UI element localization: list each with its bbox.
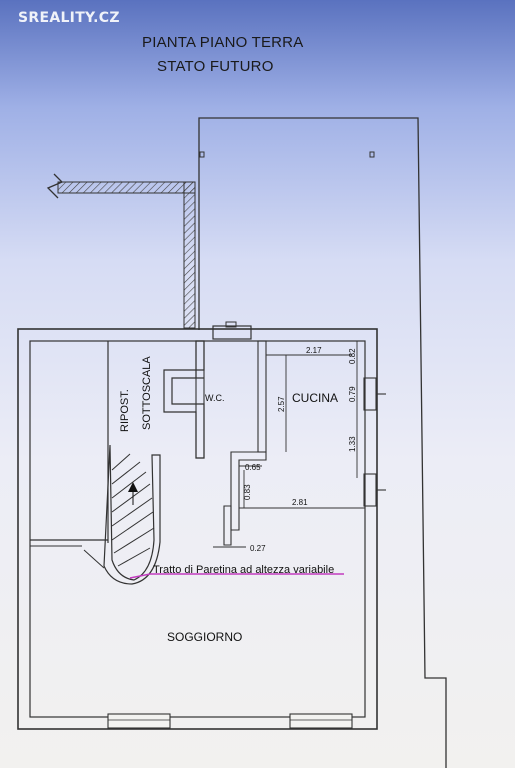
- label-soggiorno: SOGGIORNO: [167, 630, 242, 644]
- plan-title: PIANTA PIANO TERRA: [142, 34, 304, 51]
- dim-082: 0.82: [348, 348, 357, 364]
- dim-217: 2.17: [306, 346, 322, 355]
- dim-027: 0.27: [250, 544, 266, 553]
- boundary-post-left: [199, 151, 205, 158]
- window-right-lower: [363, 473, 377, 507]
- hatched-wall-vertical: [183, 181, 196, 329]
- kitchen-pillar: [223, 505, 232, 546]
- vent-block: [212, 325, 252, 340]
- annotation-text: Tratto di Paretina ad altezza variabile: [153, 564, 334, 576]
- window-right-upper: [363, 377, 377, 411]
- vent-cap: [225, 321, 237, 328]
- wall-break-mark: [46, 173, 64, 199]
- dim-133: 1.33: [348, 436, 357, 452]
- dim-079: 0.79: [348, 386, 357, 402]
- stair-direction-arrow: [128, 482, 138, 492]
- boundary-post-right: [369, 151, 375, 158]
- annotation-leader: [129, 573, 344, 579]
- wc-partition: [195, 340, 205, 459]
- label-ripost: RIPOST.: [119, 389, 131, 432]
- wc-kitchen-wall: [257, 340, 267, 453]
- building-outer-wall: [17, 328, 378, 730]
- dim-281: 2.81: [292, 498, 308, 507]
- dim-065: 0.65: [245, 463, 261, 472]
- plan-subtitle: STATO FUTURO: [157, 58, 274, 75]
- label-cucina: CUCINA: [292, 391, 338, 405]
- exterior-boundary: [198, 117, 447, 768]
- window-bottom-left: [107, 713, 171, 729]
- stair-base-dim: [83, 549, 105, 569]
- staircase-outline: [103, 444, 161, 585]
- label-sottoscala: SOTTOSCALA: [141, 356, 153, 430]
- dim-083: 0.83: [243, 484, 252, 500]
- window-bottom-right: [289, 713, 353, 729]
- dim-257: 2.57: [277, 396, 286, 412]
- label-wc: W.C.: [205, 393, 225, 403]
- sreality-watermark: SREALITY.CZ: [18, 10, 120, 26]
- hatched-wall-horizontal: [57, 181, 196, 194]
- stair-treads: [111, 453, 155, 567]
- wc-wall-left: [163, 340, 205, 459]
